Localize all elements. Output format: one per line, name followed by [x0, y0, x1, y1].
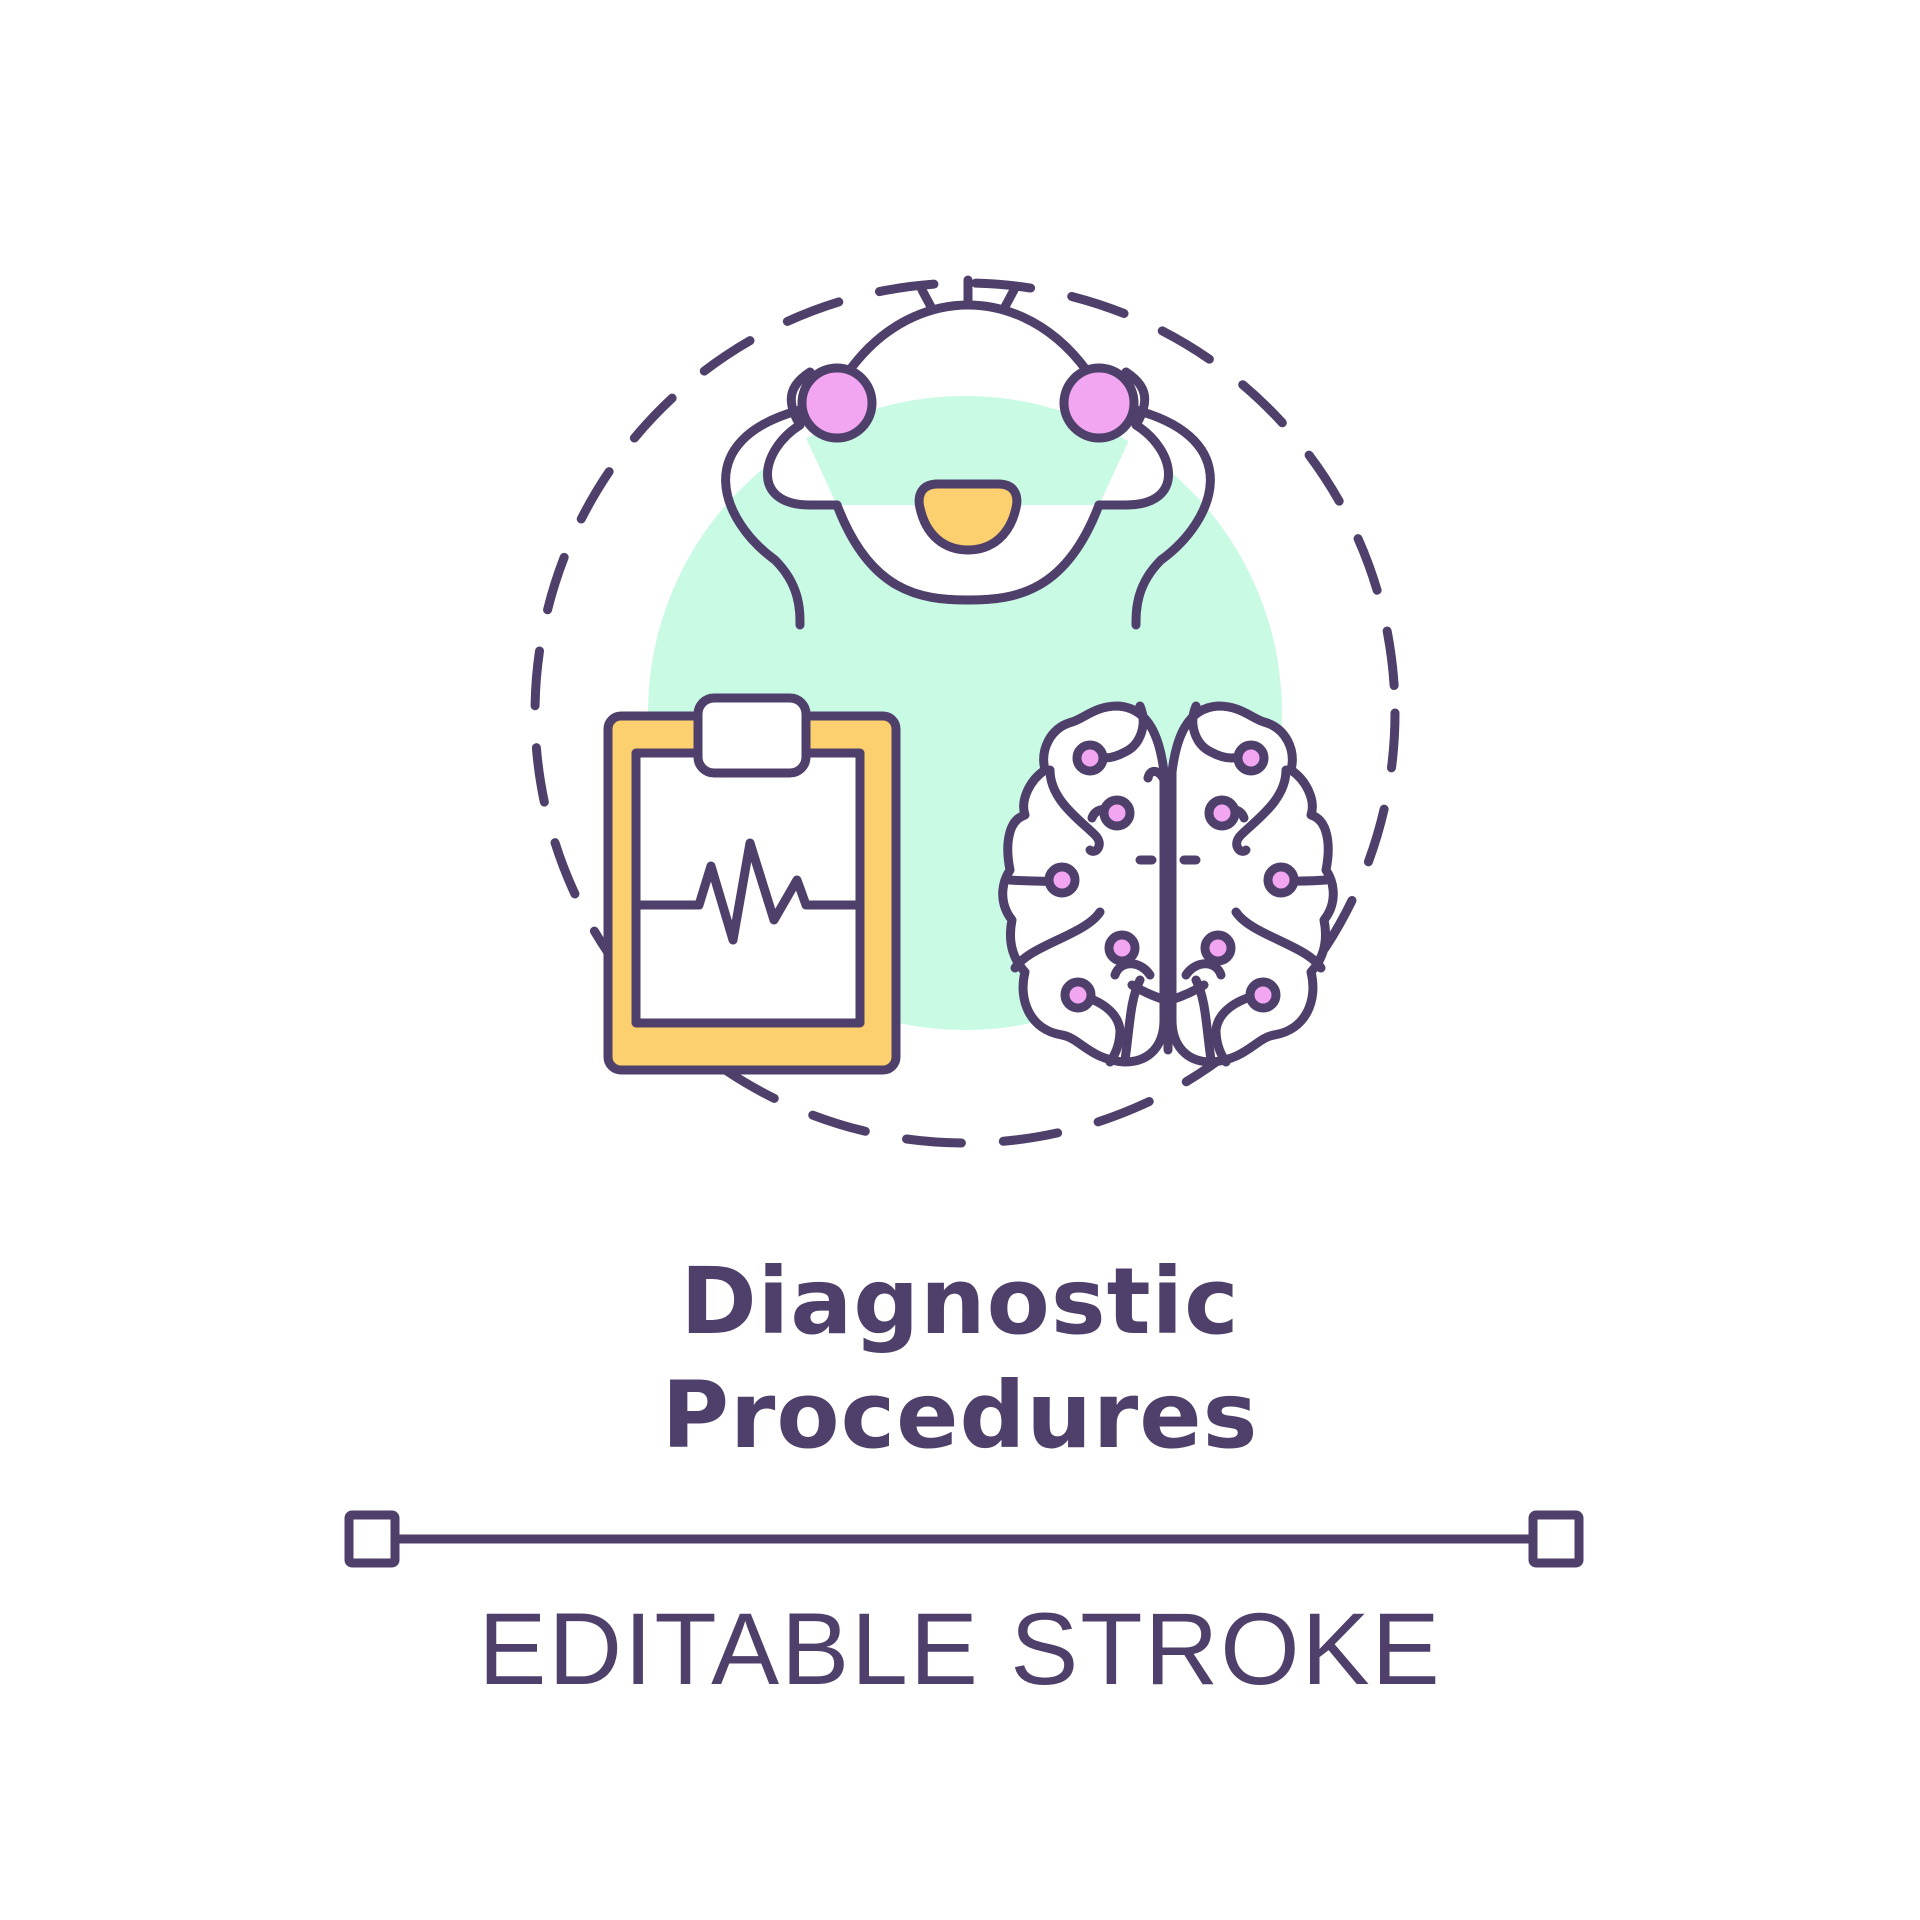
page-title-line-1: Diagnostic	[680, 1248, 1240, 1355]
brain-icon	[998, 701, 1338, 1067]
divider-left-handle	[344, 1510, 400, 1568]
divider-line	[344, 1510, 1584, 1568]
page-title-line-2: Procedures	[661, 1362, 1259, 1469]
patient-head-with-electrodes-icon	[721, 275, 1215, 630]
divider-right-handle	[1528, 1510, 1584, 1568]
dashed-ring	[530, 278, 1400, 1148]
clipboard-chart-icon	[603, 693, 901, 1075]
editable-stroke-caption: EDITABLE STROKE	[478, 1592, 1442, 1706]
